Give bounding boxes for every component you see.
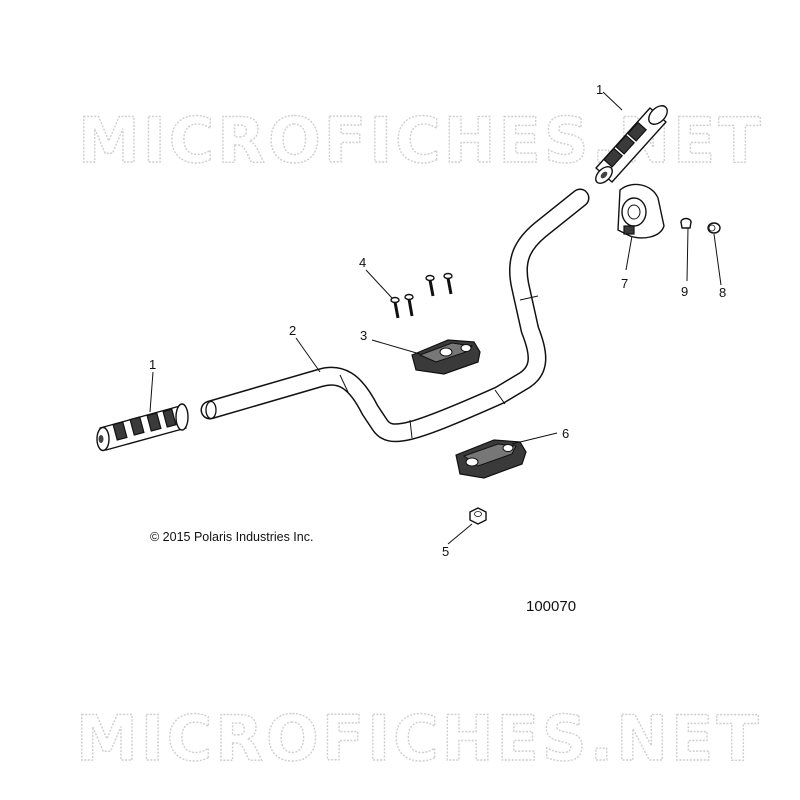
callout-grip-right: 1: [596, 82, 603, 97]
callout-grip-left: 1: [149, 357, 156, 372]
bolts: [390, 272, 453, 319]
screw: [680, 217, 692, 229]
grip-left: [96, 403, 189, 452]
callout-clamp-top: 3: [360, 328, 367, 343]
throttle-housing: [617, 183, 665, 239]
leader-lines: [149, 91, 722, 545]
callout-cap: 8: [719, 285, 726, 300]
handlebar: [200, 188, 590, 443]
copyright-text: © 2015 Polaris Industries Inc.: [150, 530, 313, 544]
watermark-bottom: MICROFICHES.NET: [76, 702, 762, 775]
callout-clamp-base: 6: [562, 426, 569, 441]
callout-nut: 5: [442, 544, 449, 559]
grip-right: [595, 105, 668, 184]
figure-number: 100070: [526, 598, 576, 615]
clamp-top: [411, 339, 481, 375]
nut: [469, 507, 487, 525]
cap: [707, 222, 721, 234]
callout-handlebar: 2: [289, 323, 296, 338]
clamp-base: [455, 439, 527, 479]
callout-bolt: 4: [359, 255, 366, 270]
callout-screw: 9: [681, 284, 688, 299]
callout-throttle-housing: 7: [621, 276, 628, 291]
